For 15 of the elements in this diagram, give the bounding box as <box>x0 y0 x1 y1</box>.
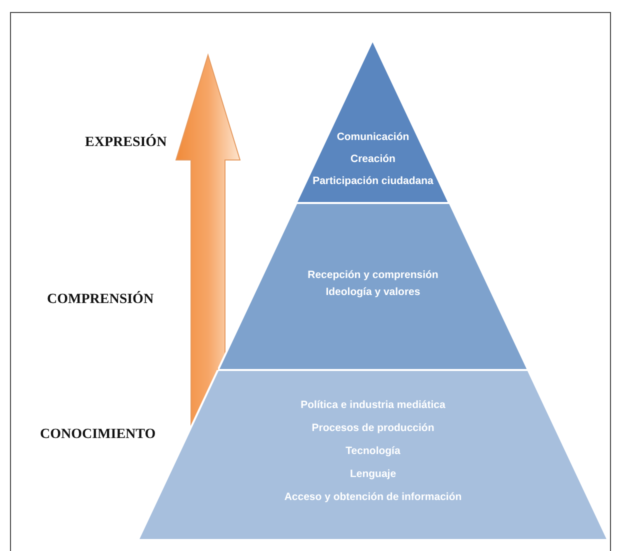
tier-item-text: Acceso y obtención de información <box>284 491 462 503</box>
tier-item-text: Tecnología <box>346 445 400 457</box>
tier-item-text: Creación <box>350 153 396 165</box>
tier-item-text: Lenguaje <box>350 468 396 480</box>
tier-item-text: Comunicación <box>336 131 410 143</box>
level-label: COMPRENSIÓN <box>47 292 154 308</box>
tier-item-text: Ideología y valores <box>326 286 420 298</box>
tier-item-text: Procesos de producción <box>312 422 434 434</box>
tier-item-text: Participación ciudadana <box>312 175 434 187</box>
level-label: EXPRESIÓN <box>85 135 167 151</box>
pyramid-middle-tier <box>218 203 528 370</box>
tier-item-text: Recepción y comprensión <box>308 269 438 281</box>
pyramid-top-tier <box>296 40 450 203</box>
tier-item-text: Política e industria mediática <box>300 399 446 411</box>
level-label: CONOCIMIENTO <box>40 427 156 443</box>
